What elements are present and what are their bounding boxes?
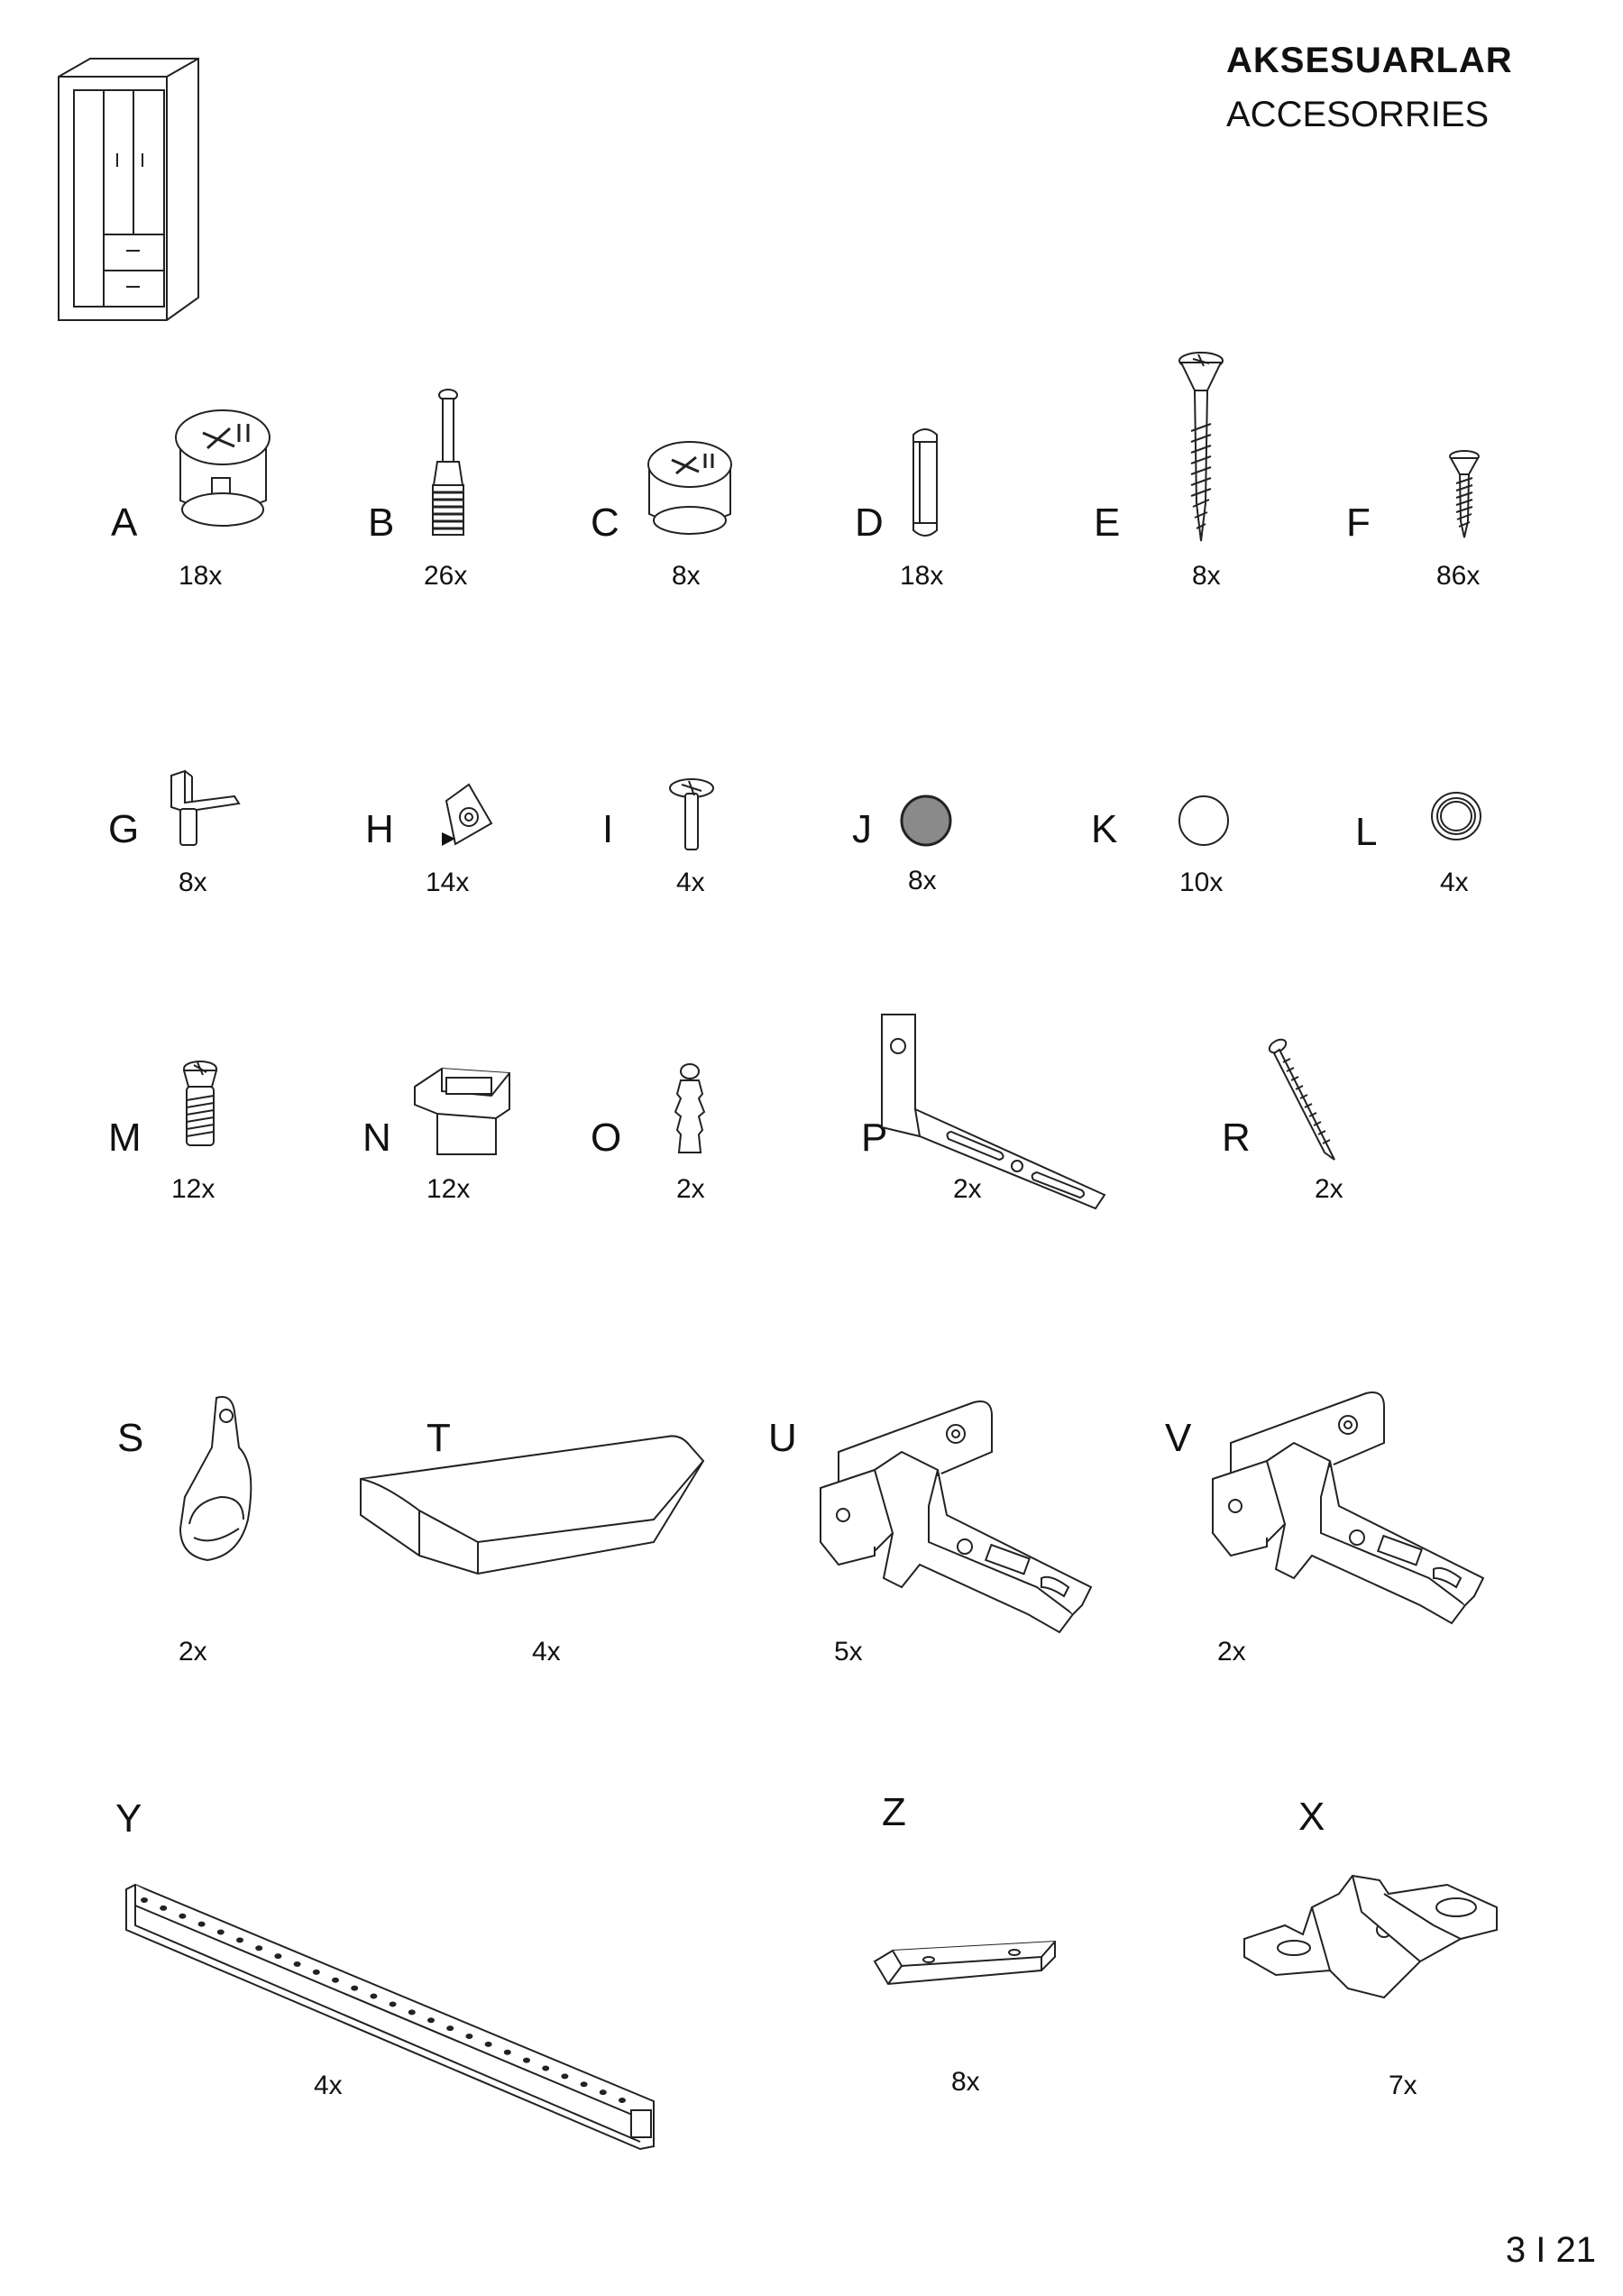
part-letter-t: T bbox=[426, 1416, 451, 1460]
part-qty-u: 5x bbox=[834, 1637, 863, 1667]
part-letter-u: U bbox=[768, 1416, 797, 1460]
shelf-support-icon bbox=[167, 771, 243, 848]
part-qty-r: 2x bbox=[1315, 1174, 1343, 1204]
part-qty-y: 4x bbox=[314, 2071, 343, 2100]
part-qty-j: 8x bbox=[908, 866, 937, 895]
part-qty-d: 18x bbox=[900, 561, 944, 591]
part-qty-a: 18x bbox=[179, 561, 223, 591]
part-qty-x: 7x bbox=[1389, 2071, 1417, 2100]
part-letter-x: X bbox=[1298, 1795, 1325, 1839]
part-letter-f: F bbox=[1346, 501, 1371, 545]
part-letter-d: D bbox=[855, 501, 884, 545]
part-qty-v: 2x bbox=[1217, 1637, 1246, 1667]
part-qty-p: 2x bbox=[953, 1174, 982, 1204]
part-letter-c: C bbox=[591, 501, 619, 545]
part-letter-n: N bbox=[362, 1116, 391, 1160]
part-letter-i: I bbox=[602, 807, 614, 851]
clip-icon bbox=[410, 1064, 518, 1163]
white-cap-icon bbox=[1177, 794, 1231, 848]
page-number: 3 I 21 bbox=[1505, 2230, 1596, 2270]
part-letter-r: R bbox=[1222, 1116, 1251, 1160]
part-letter-a: A bbox=[111, 501, 138, 545]
page-title: AKSESUARLAR bbox=[1226, 41, 1513, 80]
hinge-icon bbox=[1204, 1389, 1501, 1650]
part-letter-y: Y bbox=[115, 1796, 142, 1841]
part-qty-s: 2x bbox=[179, 1637, 207, 1667]
mounting-plate-icon bbox=[1240, 1871, 1501, 2002]
part-qty-g: 8x bbox=[179, 868, 207, 897]
part-qty-n: 12x bbox=[426, 1174, 471, 1204]
part-qty-i: 4x bbox=[676, 868, 705, 897]
long-screw-icon bbox=[1267, 1035, 1339, 1162]
short-screw-icon bbox=[1447, 449, 1481, 539]
corner-connector-icon bbox=[442, 783, 496, 846]
part-letter-j: J bbox=[852, 807, 872, 851]
angle-bracket-icon bbox=[875, 1010, 1109, 1213]
part-qty-f: 86x bbox=[1436, 561, 1481, 591]
part-letter-z: Z bbox=[882, 1790, 906, 1834]
spacer-block-icon bbox=[870, 1934, 1059, 1988]
cam-lock-icon bbox=[167, 401, 280, 532]
part-qty-m: 12x bbox=[171, 1174, 215, 1204]
ring-icon bbox=[1429, 789, 1483, 843]
part-letter-l: L bbox=[1355, 810, 1378, 854]
part-letter-b: B bbox=[368, 501, 395, 545]
part-qty-c: 8x bbox=[672, 561, 701, 591]
part-letter-s: S bbox=[117, 1416, 144, 1460]
part-letter-o: O bbox=[591, 1116, 622, 1160]
part-letter-m: M bbox=[108, 1116, 142, 1160]
handle-icon bbox=[356, 1429, 708, 1578]
wall-plug-icon bbox=[672, 1062, 708, 1157]
part-letter-v: V bbox=[1165, 1416, 1192, 1460]
part-qty-t: 4x bbox=[532, 1637, 561, 1667]
part-letter-e: E bbox=[1094, 501, 1121, 545]
bolt-icon bbox=[667, 777, 717, 854]
part-qty-h: 14x bbox=[426, 868, 470, 897]
part-letter-h: H bbox=[365, 807, 394, 851]
wooden-dowel-icon bbox=[909, 424, 941, 541]
page-subtitle: ACCESORRIES bbox=[1226, 95, 1490, 134]
part-qty-z: 8x bbox=[951, 2067, 980, 2097]
long-wood-screw-icon bbox=[1177, 350, 1226, 544]
cam-bolt-icon bbox=[428, 388, 469, 537]
part-qty-b: 26x bbox=[424, 561, 468, 591]
part-letter-g: G bbox=[108, 807, 140, 851]
dark-cap-icon bbox=[899, 794, 953, 848]
part-qty-l: 4x bbox=[1440, 868, 1469, 897]
drawer-rail-icon bbox=[122, 1880, 663, 2151]
part-letter-k: K bbox=[1091, 807, 1118, 851]
rail-support-icon bbox=[176, 1393, 261, 1565]
cam-lock-icon bbox=[640, 437, 739, 537]
part-qty-k: 10x bbox=[1179, 868, 1224, 897]
insert-bolt-icon bbox=[176, 1060, 225, 1150]
wardrobe-icon bbox=[54, 54, 207, 325]
hinge-icon bbox=[812, 1398, 1109, 1659]
part-qty-e: 8x bbox=[1192, 561, 1221, 591]
part-qty-o: 2x bbox=[676, 1174, 705, 1204]
